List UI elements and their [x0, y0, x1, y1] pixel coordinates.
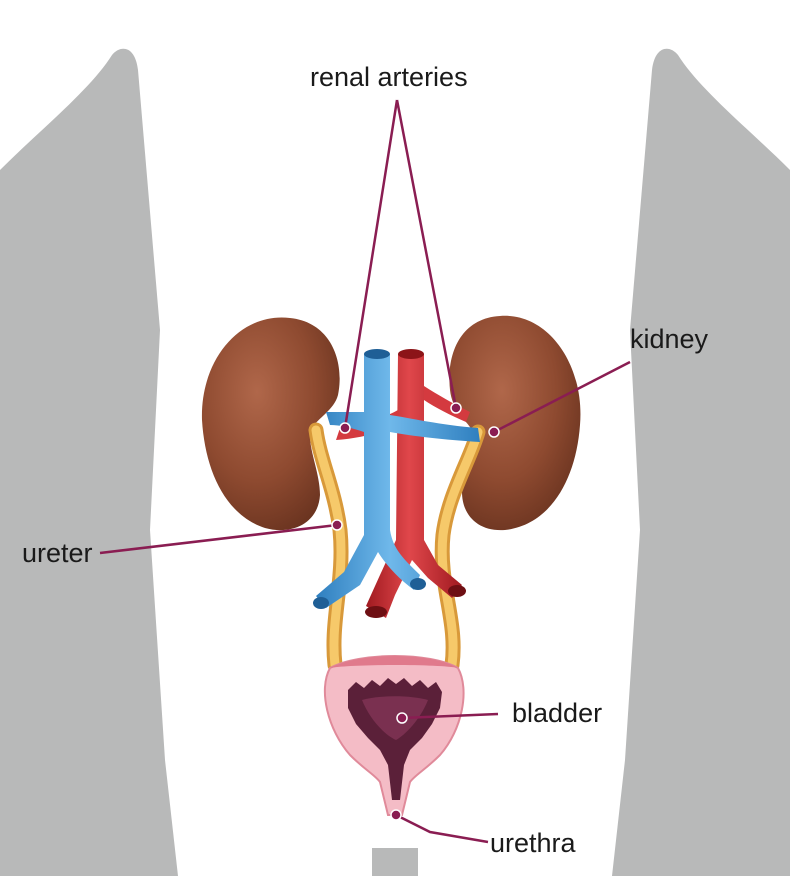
left-kidney — [201, 317, 340, 531]
aorta-top-opening — [398, 349, 424, 359]
kidney-leader — [493, 360, 631, 434]
urethra-dot — [390, 809, 402, 821]
renal-arteries-dot-left — [339, 422, 351, 434]
kidney-dot — [488, 426, 500, 438]
vena-cava-top-opening — [364, 349, 390, 359]
vena-cava-left-opening — [313, 597, 329, 609]
bladder-dot — [396, 712, 408, 724]
vena-cava-right-opening — [410, 578, 426, 590]
leader-lines — [99, 99, 631, 844]
urethra-leader — [395, 813, 489, 844]
right-ureter-highlight — [437, 427, 483, 670]
left-ureter-highlight — [311, 425, 346, 670]
renal-arteries-dot-right — [450, 402, 462, 414]
right-kidney — [449, 315, 581, 531]
vena-cava — [316, 354, 480, 608]
bladder-label: bladder — [512, 698, 603, 728]
ureter-leader — [99, 523, 338, 555]
kidney-label: kidney — [630, 324, 709, 354]
aorta-right-opening — [448, 585, 466, 597]
urethra-label: urethra — [490, 828, 576, 858]
ureter-dot — [331, 519, 343, 531]
renal-arteries-label: renal arteries — [310, 62, 468, 92]
renal-arteries-leader — [343, 99, 458, 429]
leader-dots — [331, 402, 500, 821]
bladder-rim — [330, 656, 458, 668]
aorta — [366, 354, 462, 618]
aorta-left-opening — [365, 606, 387, 618]
body-silhouette — [0, 48, 790, 876]
bladder-leader — [401, 712, 499, 720]
bladder-inner-texture — [362, 696, 428, 740]
ureter-label: ureter — [22, 538, 93, 568]
